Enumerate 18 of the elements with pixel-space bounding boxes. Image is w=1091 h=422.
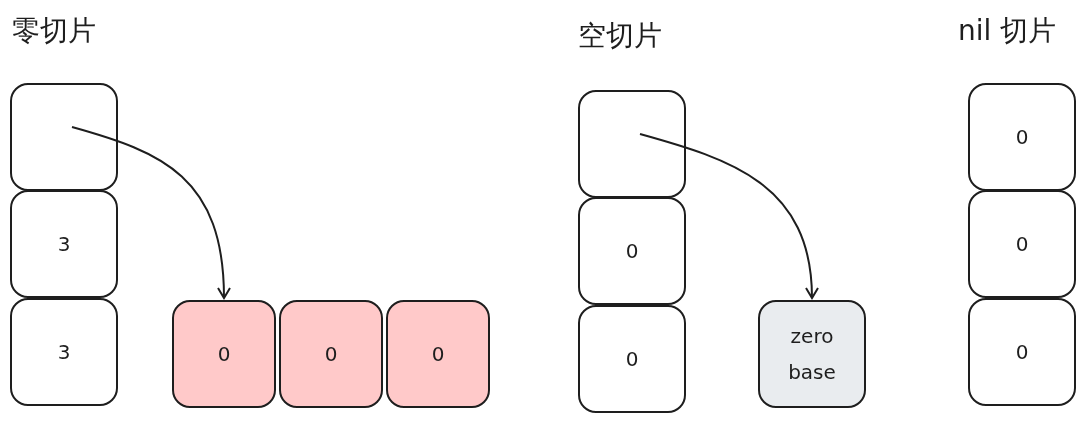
arrow [639,133,819,299]
value-cell: zero base [758,300,866,408]
value-cell: 3 [10,298,118,406]
value-cell: 0 [578,197,686,305]
value-cell: 0 [968,83,1076,191]
column-heading: 零切片 [12,13,96,49]
column-heading: nil 切片 [958,13,1057,49]
column-heading: 空切片 [578,18,662,54]
arrow [71,126,231,299]
empty-cell [10,83,118,191]
value-cell: 0 [578,305,686,413]
value-cell: 0 [172,300,276,408]
value-cell: 3 [10,190,118,298]
value-cell: 0 [968,190,1076,298]
value-cell: 0 [968,298,1076,406]
empty-cell [578,90,686,198]
value-cell: 0 [279,300,383,408]
value-cell: 0 [386,300,490,408]
